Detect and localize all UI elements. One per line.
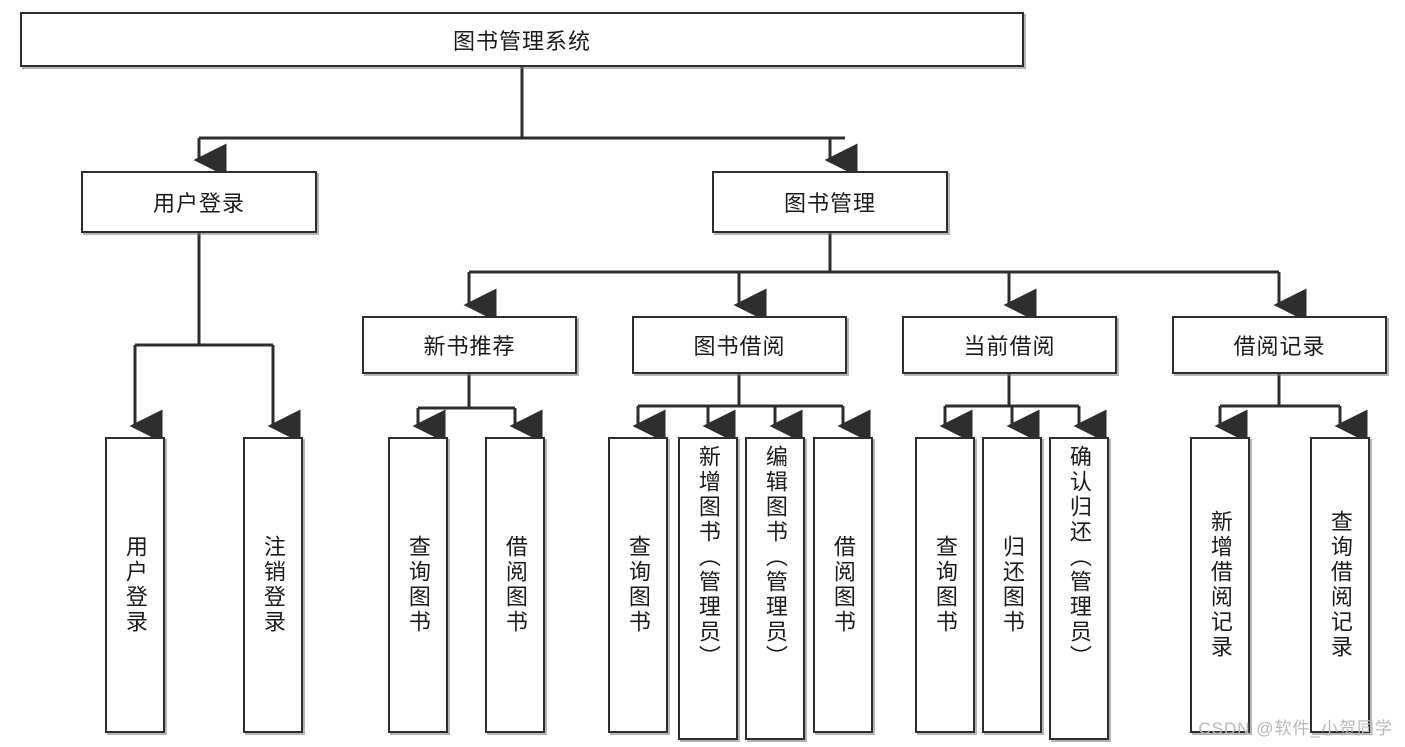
node-new-book-recommend-label: 新书推荐: [423, 334, 516, 359]
leaf-label: 查询图书: [625, 535, 651, 635]
node-book-borrow[interactable]: 图书借阅: [632, 316, 847, 374]
leaf-node[interactable]: 借阅图书: [813, 437, 873, 733]
leaf-label: 查询图书: [405, 535, 431, 635]
leaf-label: 用户登录: [122, 535, 148, 635]
node-borrow-record[interactable]: 借阅记录: [1172, 316, 1387, 374]
node-root[interactable]: 图书管理系统: [20, 12, 1024, 67]
leaf-label: 借阅图书: [502, 535, 528, 635]
leaf-node[interactable]: 归还图书: [982, 437, 1042, 733]
leaf-label: 注销登录: [260, 535, 286, 635]
node-current-borrow-label: 当前借阅: [963, 334, 1056, 359]
leaf-node[interactable]: 新增图书（管理员）: [678, 437, 738, 740]
leaf-label: 新增图书（管理员）: [695, 445, 721, 670]
node-root-label: 图书管理系统: [452, 28, 591, 54]
leaf-label: 查询借阅记录: [1327, 510, 1353, 660]
leaf-label: 归还图书: [999, 535, 1025, 635]
node-book-management[interactable]: 图书管理: [712, 171, 948, 233]
leaf-node[interactable]: 查询借阅记录: [1310, 437, 1370, 733]
leaf-label: 借阅图书: [830, 535, 856, 635]
leaf-node[interactable]: 新增借阅记录: [1190, 437, 1250, 733]
node-book-borrow-label: 图书借阅: [693, 334, 786, 359]
node-current-borrow[interactable]: 当前借阅: [902, 316, 1117, 374]
leaf-node[interactable]: 查询图书: [608, 437, 668, 733]
leaf-label: 编辑图书（管理员）: [762, 445, 788, 670]
node-book-management-label: 图书管理: [783, 191, 876, 216]
leaf-label: 查询图书: [932, 535, 958, 635]
node-user-login-label: 用户登录: [152, 191, 245, 216]
node-new-book-recommend[interactable]: 新书推荐: [362, 316, 577, 374]
leaf-label: 新增借阅记录: [1207, 510, 1233, 660]
leaf-node[interactable]: 借阅图书: [485, 437, 545, 733]
leaf-label: 确认归还（管理员）: [1066, 445, 1092, 670]
leaf-node[interactable]: 查询图书: [388, 437, 448, 733]
node-borrow-record-label: 借阅记录: [1233, 334, 1326, 359]
leaf-node[interactable]: 注销登录: [243, 437, 303, 733]
leaf-node[interactable]: 确认归还（管理员）: [1049, 437, 1109, 740]
leaf-node[interactable]: 查询图书: [915, 437, 975, 733]
node-user-login[interactable]: 用户登录: [81, 171, 317, 233]
csdn-watermark: CSDN @软件_小贺同学: [1198, 719, 1393, 738]
leaf-node[interactable]: 用户登录: [105, 437, 165, 733]
leaf-node[interactable]: 编辑图书（管理员）: [745, 437, 805, 740]
